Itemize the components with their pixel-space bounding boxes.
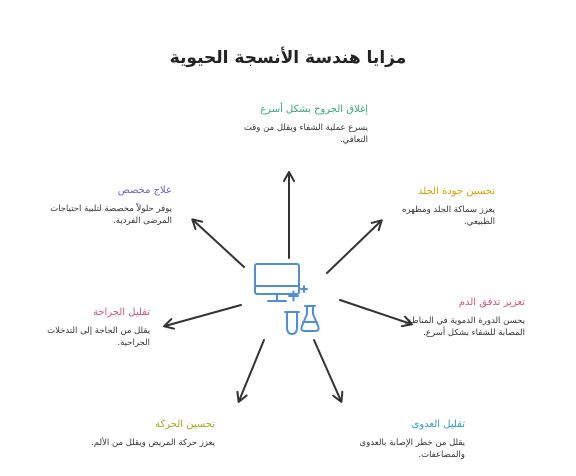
benefit-description: يعزز حركة المريض ويقلل من الألم. — [91, 438, 215, 448]
benefit-description: يحسن الدورة الدموية في المناطق المصابة ل… — [404, 316, 525, 338]
benefit-description: يقلل من الحاجة إلى التدخلات الجراحية. — [47, 326, 150, 348]
benefit-heading: علاج مخصص — [117, 185, 172, 196]
benefit-card-reduce-infection: تقليل العدوى يقلل من خطر الإصابة بالعدوى… — [340, 418, 465, 461]
arrow-to-improve-mobility — [236, 339, 265, 403]
diagram-title: مزايا هندسة الأنسجة الحيوية — [169, 48, 407, 68]
benefit-card-blood-flow: تعزيز تدفق الدم يحسن الدورة الدموية في ا… — [380, 296, 525, 339]
benefit-card-reduce-surgery: تقليل الجراحة يقلل من الحاجة إلى التدخلا… — [20, 306, 150, 349]
arrow-to-reduce-surgery — [163, 304, 242, 330]
benefit-description: يسرع عملية الشفاء ويقلل من وقت التعافي. — [243, 123, 368, 145]
benefit-description: يوفر حلولاً مخصصة لتلبية احتياجات المرضى… — [50, 204, 172, 226]
arrow-to-reduce-infection — [313, 339, 344, 403]
benefit-card-skin-quality: تحسين جودة الجلد يعزز سماكة الجلد ومظهره… — [375, 185, 495, 228]
benefit-description: يقلل من خطر الإصابة بالعدوى والمضاعفات. — [359, 438, 465, 460]
arrow-to-skin-quality — [326, 219, 383, 274]
arrow-to-personalized-treatment — [191, 218, 245, 268]
benefit-heading: تقليل الجراحة — [92, 307, 150, 318]
benefit-description: يعزز سماكة الجلد ومظهره الطبيعي. — [401, 205, 495, 227]
benefit-card-personalized-treatment: علاج مخصص يوفر حلولاً مخصصة لتلبية احتيا… — [32, 184, 172, 227]
benefit-card-improve-mobility: تحسين الحركة يعزز حركة المريض ويقلل من ا… — [90, 418, 215, 449]
arrow-to-blood-flow — [339, 299, 413, 328]
benefit-card-faster-wound-closure: إغلاق الجروح بشكل أسرع يسرع عملية الشفاء… — [178, 103, 368, 146]
benefit-heading: تقليل العدوى — [411, 419, 465, 430]
arrows — [163, 171, 413, 403]
benefit-heading: إغلاق الجروح بشكل أسرع — [260, 104, 368, 115]
benefit-heading: تعزيز تدفق الدم — [458, 297, 525, 308]
computer-lab-flask-icon — [254, 263, 320, 335]
benefit-heading: تحسين جودة الجلد — [417, 186, 495, 197]
benefit-heading: تحسين الحركة — [155, 419, 215, 430]
